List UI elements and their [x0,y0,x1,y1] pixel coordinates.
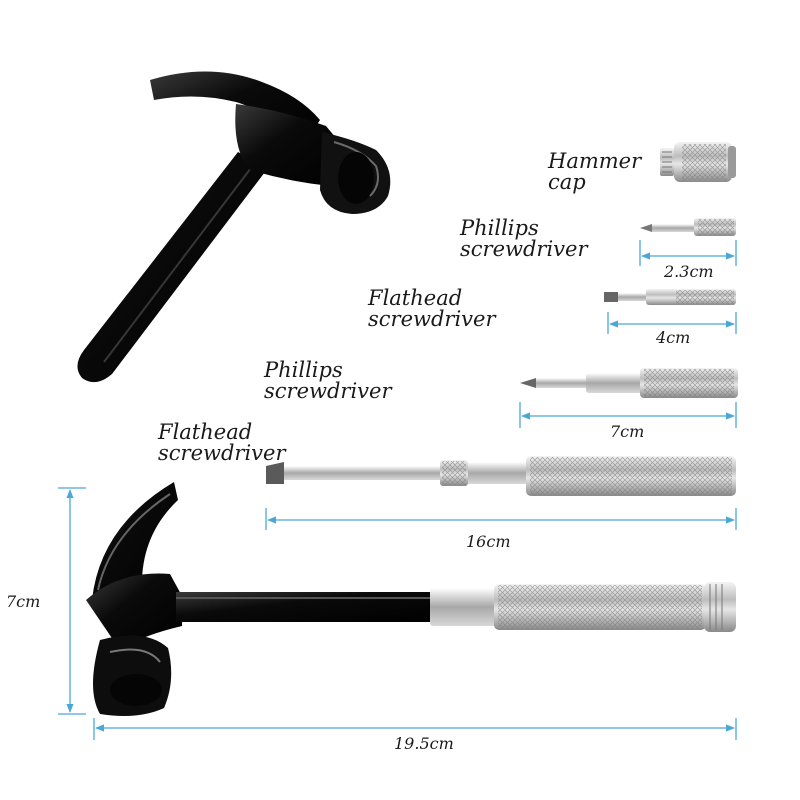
label-flathead-small: Flathead screwdriver [368,286,496,331]
label-hammer-cap: Hammer cap [548,149,642,194]
flathead-screwdriver-large [266,456,736,496]
label-flathead-large: Flathead screwdriver [158,420,286,465]
dimension-assembled-height: 7cm [6,592,41,611]
dimension-assembled-length: 19.5cm [394,734,454,753]
hammer-cap-part [660,142,736,182]
dimension-flathead-small: 4cm [656,328,691,347]
label-phillips-medium: Phillips screwdriver [264,358,392,403]
dimension-phillips-medium: 7cm [610,422,645,441]
label-phillips-small: Phillips screwdriver [460,216,588,261]
hammer-head-icon [77,71,391,383]
dimension-flathead-large: 16cm [466,532,511,551]
flathead-bit-small [604,289,736,305]
dimension-phillips-small: 2.3cm [664,262,714,281]
phillips-bit-small [640,218,736,236]
assembled-hammer-icon [86,482,736,716]
phillips-screwdriver-medium [520,368,738,398]
dimension-lines [58,240,737,740]
